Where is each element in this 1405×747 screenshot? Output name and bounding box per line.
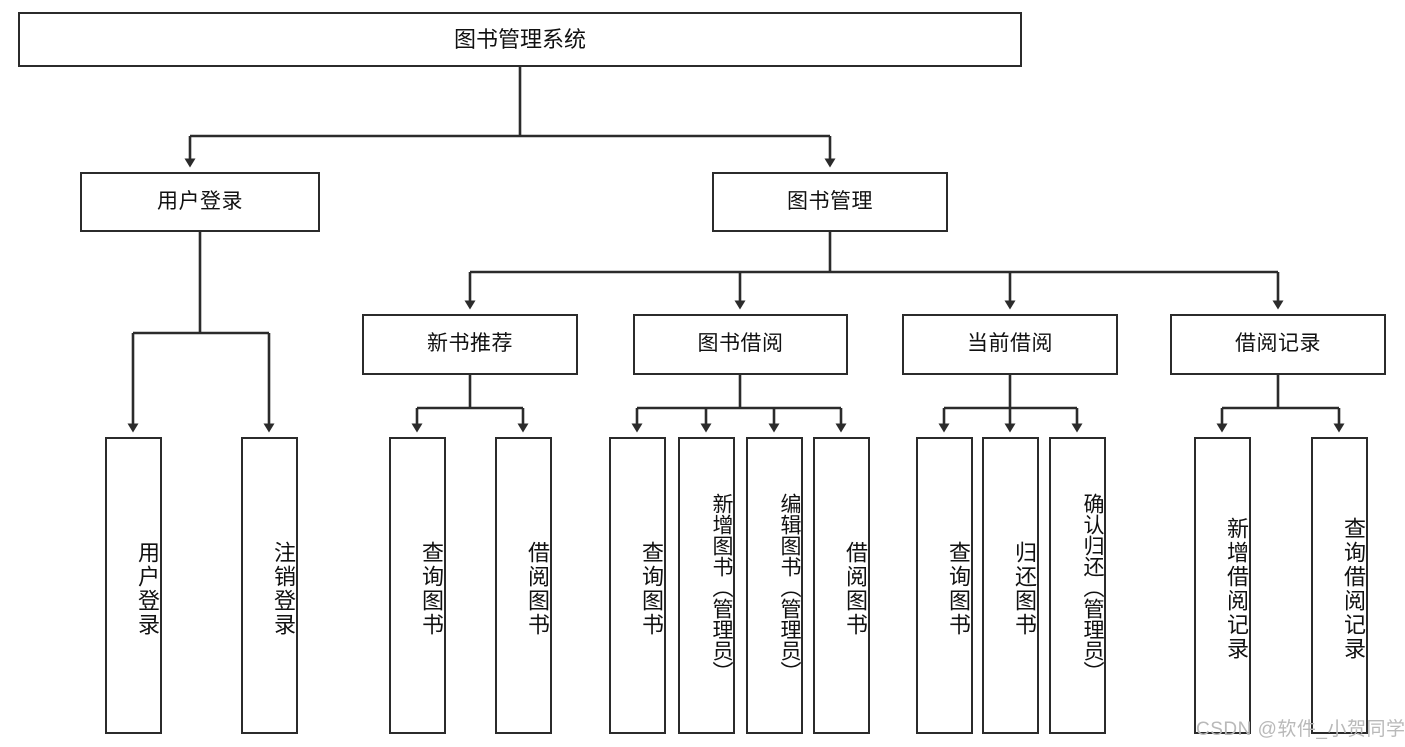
leaf-add-book-admin[interactable]: 新增图书（管理员）	[678, 437, 735, 734]
node-user-login[interactable]: 用户登录	[80, 172, 320, 232]
leaf-user-login[interactable]: 用户登录	[105, 437, 162, 734]
leaf-query-book-borrow[interactable]: 查询图书	[609, 437, 666, 734]
csdn-watermark: CSDN @软件_小贺同学	[1196, 719, 1405, 740]
leaf-borrow-book-borrow[interactable]: 借阅图书	[813, 437, 870, 734]
node-book-borrow[interactable]: 图书借阅	[633, 314, 848, 375]
node-current-borrow[interactable]: 当前借阅	[902, 314, 1118, 375]
leaf-add-borrow-record[interactable]: 新增借阅记录	[1194, 437, 1251, 734]
node-borrow-record[interactable]: 借阅记录	[1170, 314, 1386, 375]
leaf-confirm-return-admin[interactable]: 确认归还（管理员）	[1049, 437, 1106, 734]
node-new-book-recommend[interactable]: 新书推荐	[362, 314, 578, 375]
leaf-query-borrow-record[interactable]: 查询借阅记录	[1311, 437, 1368, 734]
leaf-query-book-recommend[interactable]: 查询图书	[389, 437, 446, 734]
node-root-system[interactable]: 图书管理系统	[18, 12, 1022, 67]
leaf-edit-book-admin[interactable]: 编辑图书（管理员）	[746, 437, 803, 734]
leaf-query-book-current[interactable]: 查询图书	[916, 437, 973, 734]
leaf-return-book[interactable]: 归还图书	[982, 437, 1039, 734]
node-book-manage[interactable]: 图书管理	[712, 172, 948, 232]
leaf-borrow-book-recommend[interactable]: 借阅图书	[495, 437, 552, 734]
leaf-logout-login[interactable]: 注销登录	[241, 437, 298, 734]
